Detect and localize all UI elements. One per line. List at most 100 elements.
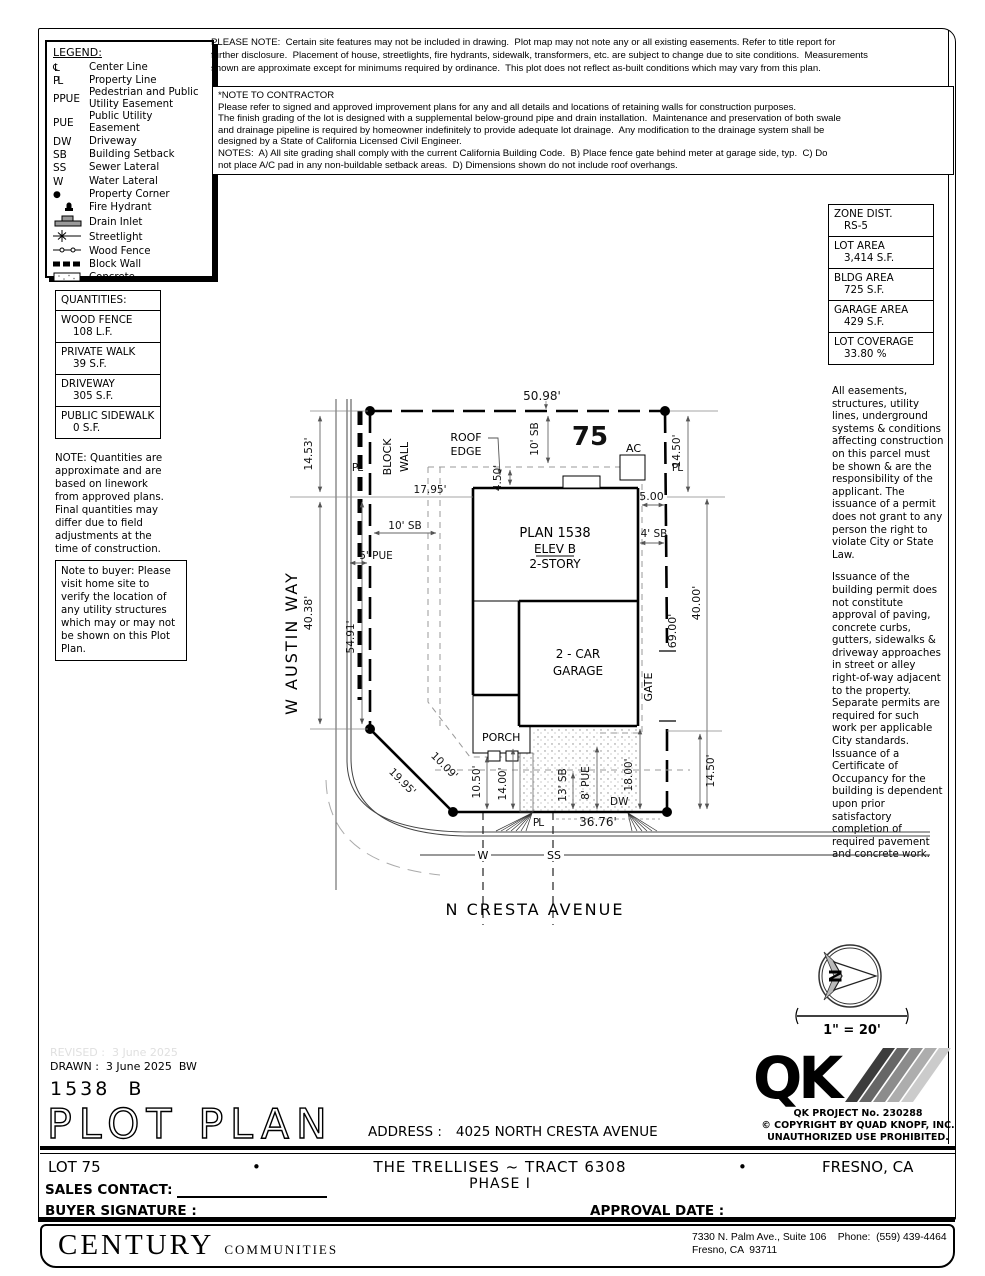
approval-date-label: APPROVAL DATE :: [590, 1203, 725, 1219]
dim-10-sb-left: 10' SB: [388, 520, 421, 532]
plan-name-label: PLAN 1538: [519, 526, 590, 541]
sales-contact-row: SALES CONTACT:: [45, 1182, 328, 1198]
dim-5-pue: 5' PUE: [359, 550, 393, 562]
page-border-inner-line: [948, 30, 949, 1144]
chimney: [562, 475, 601, 489]
zone-dist-box: ZONE DIST.RS-5: [828, 204, 934, 236]
qk-unauthorized: UNAUTHORIZED USE PROHIBITED.: [767, 1132, 949, 1143]
dim-40-00: 40.00': [690, 586, 703, 621]
easements-paragraph-1: All easements, structures, utility lines…: [832, 386, 944, 561]
easements-note: All easements, structures, utility lines…: [832, 386, 944, 872]
legend-item: Fire Hydrant: [53, 201, 206, 215]
century-communities-logo: CENTURY COMMUNITIES: [58, 1229, 338, 1262]
extension-ticks: [290, 401, 725, 820]
qk-letters: QK: [753, 1044, 845, 1112]
dim-8-pue: 8' PUE: [580, 766, 592, 800]
dim-13-sb: 13' SB: [557, 768, 569, 801]
city-label: FRESNO, CA: [822, 1158, 914, 1176]
gate-label: GATE: [642, 673, 655, 702]
private-walk-concrete: [519, 752, 534, 813]
dim-40-38: 40.38': [302, 596, 315, 631]
property-corners: [365, 406, 672, 817]
dim-14-00: 14.00': [497, 768, 509, 801]
dim-17-95: 17.95': [414, 484, 447, 496]
centerline-symbol: ℄: [53, 61, 60, 74]
legend-item: Streetlight: [53, 230, 206, 245]
sheet-title: PLOT PLAN: [46, 1100, 327, 1148]
porch-step: [505, 750, 519, 762]
dim-50-98: 50.98': [523, 389, 561, 403]
story-label: 2-STORY: [529, 557, 581, 571]
ac-unit: [619, 454, 646, 481]
dim-18-00: 18.00': [623, 759, 635, 792]
qk-logo: QK QK PROJECT No. 230288 © COPYRIGHT BY …: [753, 1044, 955, 1143]
address-row: ADDRESS : 4025 NORTH CRESTA AVENUE: [368, 1124, 658, 1140]
dim-10-09: 10.09': [428, 750, 460, 782]
legend-item: ℄Center Line: [53, 61, 148, 74]
dim-69-00: 69.00': [666, 614, 679, 649]
sb-symbol: SB: [53, 149, 67, 162]
street-bottom-label: N CRESTA AVENUE: [446, 900, 625, 919]
dim-4-sb: 4' SB: [641, 528, 668, 540]
quantities-note: NOTE: Quantities are approximate and are…: [55, 453, 164, 555]
street-left-label: W AUSTIN WAY: [282, 571, 301, 715]
utility-laterals: [482, 812, 554, 925]
lot-row: LOT 75 • THE TRELLISES ~ TRACT 6308 • FR…: [0, 1158, 985, 1176]
dim-10-50: 10.50': [471, 766, 483, 799]
dw-symbol: DW: [53, 135, 72, 148]
note-to-buyer-box: Note to buyer: Please visit home site to…: [55, 560, 187, 661]
qk-project-number: QK PROJECT No. 230288: [794, 1108, 923, 1119]
quantities-title: QUANTITIES:: [55, 290, 161, 310]
wood-fence-icon: [53, 245, 89, 258]
bullet: •: [252, 1158, 261, 1176]
qk-copyright: © COPYRIGHT BY QUAD KNOPF, INC.: [761, 1120, 954, 1131]
sales-contact-label: SALES CONTACT:: [45, 1182, 173, 1198]
dim-5-00: 5.00': [639, 490, 667, 503]
concrete-icon: [53, 272, 89, 285]
block-wall-label-2: WALL: [398, 441, 411, 472]
plot-drawing: W SS: [282, 389, 930, 925]
property-line-symbol: PL: [53, 74, 63, 87]
roof-edge-label-2: EDGE: [451, 445, 482, 458]
north-arrow: N 1" = 20': [795, 944, 909, 1038]
dim-14-50-br: 14.50': [705, 755, 717, 788]
porch-outline: [472, 695, 531, 754]
legend-item: Drain Inlet: [53, 215, 206, 230]
ss-symbol: SS: [53, 162, 67, 175]
legend-item: Concrete: [53, 272, 206, 285]
house-outline: [471, 486, 640, 728]
block-wall-label-1: BLOCK: [381, 438, 394, 476]
brand-sub: COMMUNITIES: [224, 1242, 339, 1257]
note-to-contractor-box: *NOTE TO CONTRACTOR Please refer to sign…: [212, 86, 954, 176]
dim-dw: DW: [610, 796, 629, 808]
ppue-symbol: PPUE: [53, 93, 80, 106]
roof-edge-dashed: [427, 466, 690, 771]
sewer-lateral-label: SS: [547, 849, 561, 862]
builder-address: 7330 N. Palm Ave., Suite 106 Phone: (559…: [692, 1232, 947, 1256]
driveway-concrete: [533, 726, 637, 812]
dim-4-50: 4.50': [492, 465, 504, 491]
legend-item: Block Wall: [53, 259, 206, 272]
scale-label: 1" = 20': [823, 1023, 881, 1038]
pl-label-front: PL: [533, 817, 544, 829]
plan-code: 1538 B: [50, 1078, 145, 1100]
north-letter: N: [824, 969, 844, 983]
elev-label: ELEV B: [534, 542, 576, 556]
pl-label-topleft: PL: [352, 462, 363, 474]
dimension-lines: [317, 415, 710, 810]
easements-paragraph-2: Issuance of the building permit does not…: [832, 572, 943, 861]
dim-10-sb-top: 10' SB: [529, 422, 541, 455]
